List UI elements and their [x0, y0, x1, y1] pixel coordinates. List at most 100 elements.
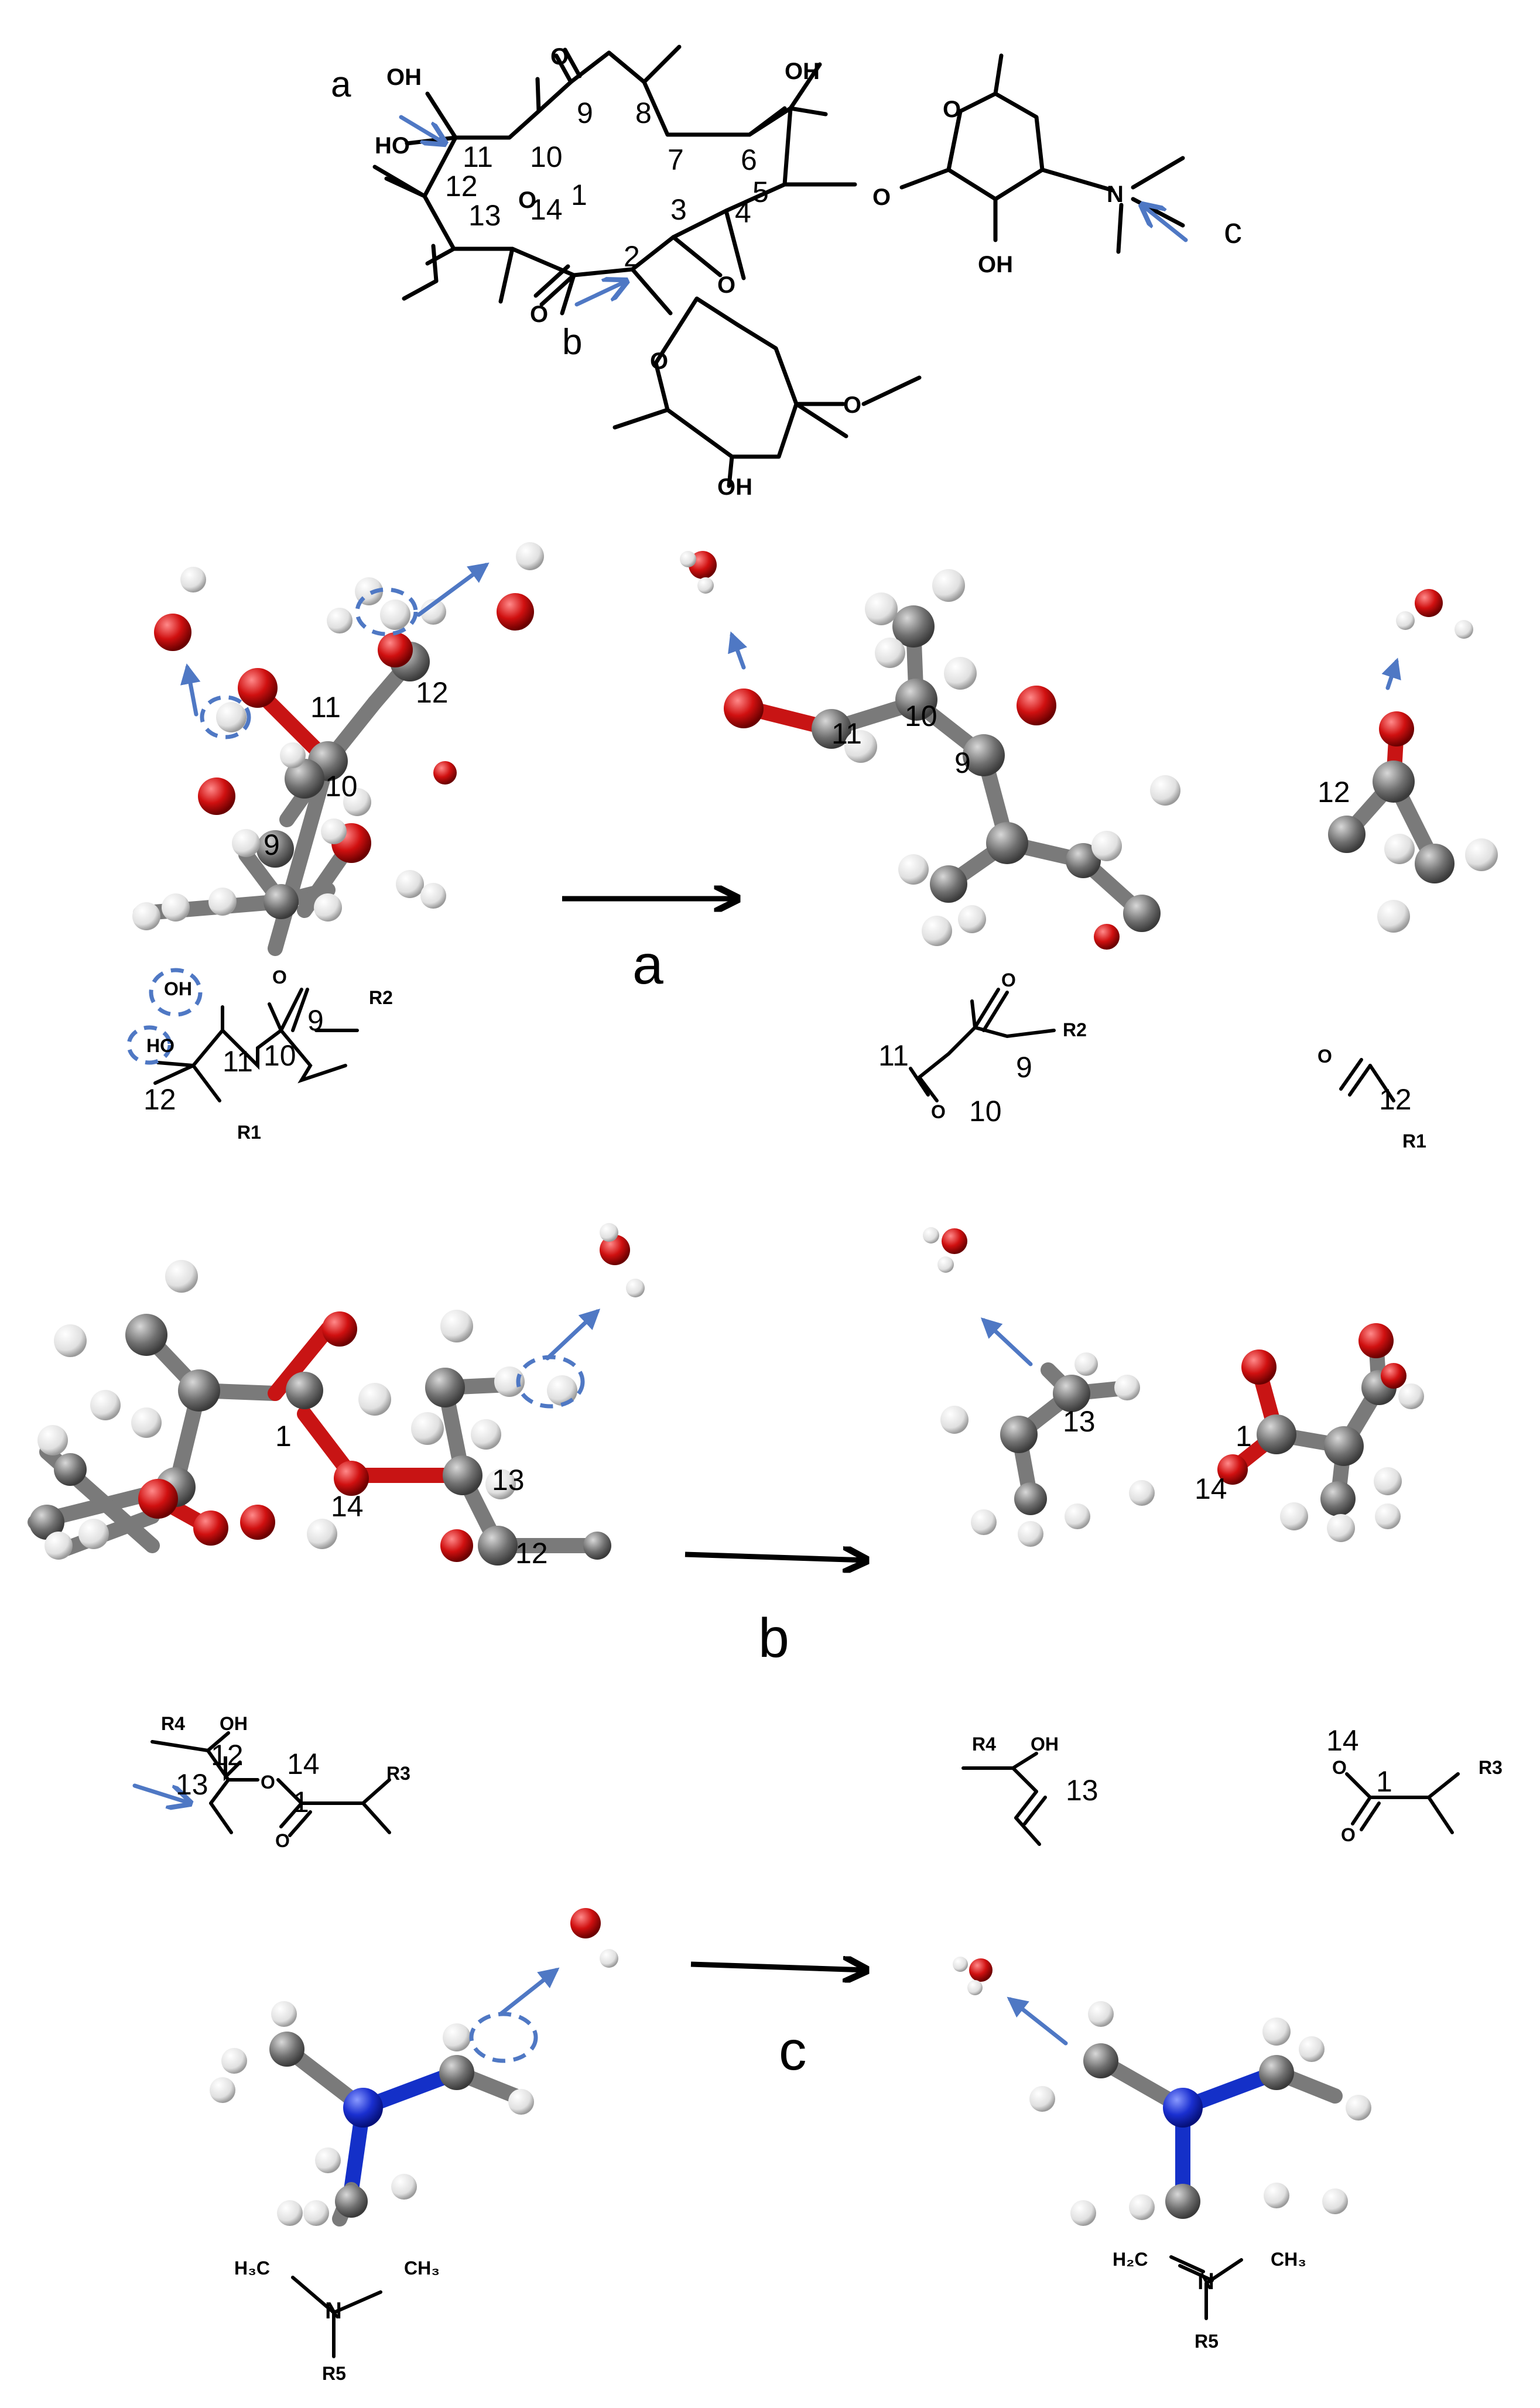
svg-text:4: 4 [735, 196, 751, 229]
panel-a-product-model-2: 12 [1317, 589, 1498, 933]
panel-b-structure-products: R4 OH 13 O O R3 14 1 [961, 1724, 1503, 1846]
svg-text:12: 12 [211, 1739, 244, 1772]
svg-text:N: N [1107, 181, 1124, 207]
svg-text:1: 1 [275, 1420, 292, 1453]
svg-text:OH: OH [785, 59, 820, 84]
svg-text:O: O [1001, 970, 1016, 991]
svg-text:10: 10 [325, 770, 358, 803]
site-c-arrow [1142, 205, 1188, 242]
svg-text:O: O [943, 97, 961, 122]
svg-text:O: O [872, 184, 891, 210]
svg-text:H₃C: H₃C [234, 2258, 270, 2279]
svg-text:13: 13 [1063, 1405, 1096, 1438]
svg-text:HO: HO [146, 1035, 174, 1056]
svg-text:OH: OH [1031, 1734, 1059, 1755]
svg-text:14: 14 [287, 1748, 320, 1780]
svg-text:5: 5 [752, 176, 769, 208]
top-carbon-numbers: 1 2 3 4 5 6 7 8 9 10 11 12 13 14 [445, 97, 769, 273]
svg-text:9: 9 [263, 828, 280, 861]
atom-c9 [256, 830, 294, 868]
svg-text:11: 11 [223, 1045, 253, 1078]
svg-text:OH: OH [164, 978, 192, 999]
svg-text:3: 3 [670, 193, 687, 226]
svg-text:13: 13 [1066, 1774, 1098, 1807]
svg-text:R2: R2 [1063, 1019, 1087, 1040]
svg-text:R5: R5 [322, 2363, 346, 2384]
svg-text:R3: R3 [386, 1763, 410, 1784]
svg-text:11: 11 [463, 141, 493, 173]
svg-text:14: 14 [530, 193, 563, 226]
svg-text:14: 14 [1195, 1472, 1227, 1505]
top-letter-labels: a b c [331, 64, 1242, 362]
svg-text:O: O [530, 302, 548, 327]
svg-text:b: b [562, 322, 582, 362]
svg-text:CH₃: CH₃ [404, 2258, 440, 2279]
svg-text:O: O [1341, 1824, 1356, 1845]
top-site-arrows [399, 115, 1188, 307]
svg-text:a: a [331, 64, 351, 105]
svg-text:R5: R5 [1195, 2331, 1219, 2352]
site-a-arrow [399, 115, 445, 143]
svg-text:HO: HO [375, 133, 410, 159]
svg-text:1: 1 [571, 179, 587, 211]
svg-text:12: 12 [143, 1083, 176, 1116]
svg-text:OH: OH [386, 64, 422, 90]
svg-text:2: 2 [624, 240, 640, 273]
atom-c10 [285, 759, 324, 799]
svg-text:O: O [275, 1830, 290, 1851]
svg-text:13: 13 [176, 1768, 208, 1801]
panel-a-reactant-labels: 11 10 12 9 [263, 676, 449, 861]
panel-c-label: c [779, 2020, 807, 2082]
svg-text:11: 11 [310, 691, 341, 724]
panel-b-product-models: 13 1 14 [923, 1227, 1424, 1547]
svg-text:R2: R2 [369, 987, 393, 1008]
reaction-arrow-b [685, 1554, 867, 1560]
svg-text:12: 12 [1317, 776, 1350, 809]
reaction-arrow-c [690, 1964, 867, 1970]
panel-a-product-model-1-labels: 11 10 9 [831, 700, 971, 779]
svg-text:13: 13 [492, 1464, 525, 1496]
panel-b-reactant-labels: 1 14 13 12 [275, 1420, 548, 1570]
svg-text:12: 12 [515, 1537, 548, 1570]
svg-text:O: O [261, 1772, 275, 1793]
svg-text:13: 13 [468, 199, 501, 232]
svg-text:R3: R3 [1479, 1757, 1503, 1778]
svg-text:11: 11 [831, 717, 862, 750]
svg-text:OH: OH [978, 252, 1013, 278]
svg-text:O: O [518, 187, 536, 213]
svg-text:1: 1 [1236, 1420, 1252, 1453]
svg-text:O: O [717, 272, 735, 298]
svg-text:10: 10 [263, 1039, 296, 1072]
svg-text:N: N [1197, 2269, 1214, 2294]
panel-c-reactant-model [210, 1908, 618, 2227]
site-b-arrow [574, 281, 627, 307]
svg-text:14: 14 [1326, 1724, 1359, 1757]
svg-text:11: 11 [878, 1039, 909, 1072]
svg-text:R1: R1 [1402, 1131, 1426, 1152]
svg-text:O: O [272, 967, 287, 988]
panel-b-reactant-model [28, 1223, 645, 1566]
svg-text:O: O [843, 392, 861, 418]
svg-text:O: O [1332, 1757, 1347, 1778]
svg-text:14: 14 [331, 1490, 364, 1523]
svg-text:O: O [550, 44, 569, 70]
panel-c-product-model [953, 1957, 1371, 2226]
svg-text:9: 9 [954, 746, 971, 779]
svg-text:6: 6 [741, 143, 757, 176]
svg-text:9: 9 [1016, 1051, 1032, 1084]
svg-text:8: 8 [635, 97, 652, 129]
svg-text:O: O [1317, 1046, 1332, 1067]
erythromycin-structure [372, 44, 1185, 488]
svg-text:c: c [1224, 211, 1242, 251]
panel-a-label: a [632, 934, 663, 996]
svg-text:N: N [325, 2298, 342, 2324]
svg-text:O: O [931, 1101, 946, 1122]
svg-text:R1: R1 [237, 1122, 261, 1143]
top-atom-labels: OH HO O O O O O OH N O O OH OH O [375, 44, 1124, 500]
svg-text:R4: R4 [161, 1713, 185, 1734]
svg-text:OH: OH [717, 474, 752, 500]
svg-text:10: 10 [969, 1095, 1002, 1128]
svg-text:1: 1 [293, 1786, 309, 1818]
panel-a-structure-reactant: OH HO O R2 R1 11 10 12 9 [126, 967, 393, 1143]
